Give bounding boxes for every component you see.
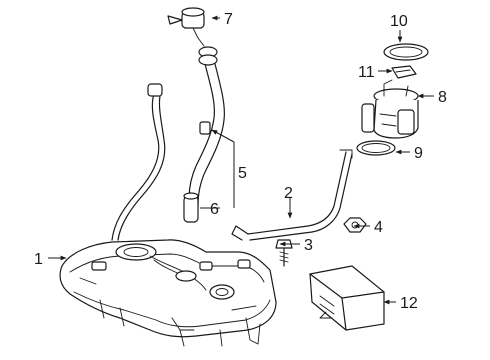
callout-1: 1 bbox=[34, 251, 43, 268]
callout-5: 5 bbox=[238, 165, 247, 182]
callout-3: 3 bbox=[304, 237, 313, 254]
leader-lines bbox=[48, 15, 434, 305]
tank-strap bbox=[231, 149, 353, 241]
pump-seal-ring bbox=[356, 140, 396, 156]
callout-7: 7 bbox=[224, 11, 233, 28]
fuel-pump-module bbox=[361, 79, 419, 139]
callout-6: 6 bbox=[210, 201, 219, 218]
gasket-ring bbox=[383, 43, 429, 61]
callout-4: 4 bbox=[374, 219, 383, 236]
control-module bbox=[309, 265, 385, 331]
strap-nut bbox=[343, 217, 367, 233]
callout-8: 8 bbox=[438, 89, 447, 106]
callout-2: 2 bbox=[284, 185, 293, 202]
callout-labels: 1 2 3 4 5 6 7 8 9 10 11 12 bbox=[34, 11, 447, 312]
callout-10: 10 bbox=[390, 13, 408, 30]
retainer-clip bbox=[391, 65, 417, 79]
filler-pipe bbox=[183, 46, 225, 223]
filler-cap bbox=[167, 7, 205, 47]
callout-9: 9 bbox=[414, 145, 423, 162]
callout-12: 12 bbox=[400, 295, 418, 312]
callout-11: 11 bbox=[358, 64, 375, 81]
fuel-tank bbox=[59, 239, 277, 347]
vent-hose bbox=[111, 83, 166, 241]
